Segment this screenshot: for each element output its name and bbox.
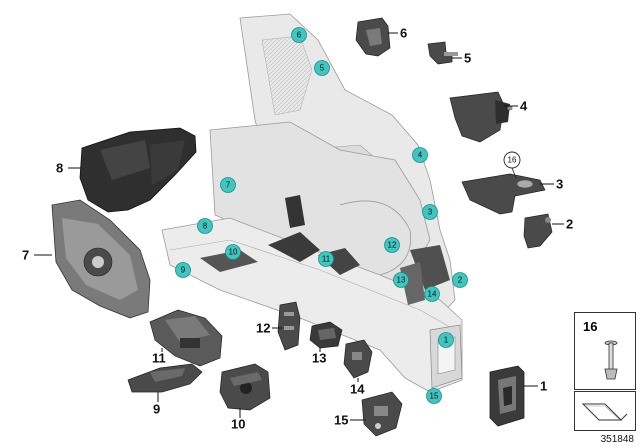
external-labels: 1 2 3 4 5 6 7 8 9 10 11 12 13 14 15	[22, 26, 573, 432]
svg-text:4: 4	[418, 151, 423, 160]
label-14: 14	[350, 382, 365, 397]
svg-text:16: 16	[508, 156, 517, 165]
part-6-bracket	[355, 17, 391, 57]
label-2: 2	[566, 217, 573, 232]
label-13: 13	[312, 351, 326, 366]
callout-8: 8	[197, 218, 213, 234]
svg-text:8: 8	[203, 222, 208, 231]
label-11: 11	[152, 351, 166, 366]
callout-1: 1	[438, 332, 454, 348]
callout-16: 16	[503, 151, 521, 169]
diagram-id: 351848	[600, 434, 634, 445]
svg-text:6: 6	[297, 31, 302, 40]
callout-15: 15	[426, 388, 442, 404]
body-shell	[161, 13, 463, 393]
callout-4: 4	[412, 147, 428, 163]
label-7: 7	[22, 248, 29, 263]
part-9-bracket	[127, 363, 203, 393]
legend-box-16: 16	[574, 312, 636, 390]
part-2-bracket	[523, 213, 553, 249]
part-7-side-panel	[51, 199, 151, 319]
svg-text:11: 11	[322, 255, 331, 264]
callout-5: 5	[314, 60, 330, 76]
arrow-icon	[581, 403, 628, 421]
nav-arrow-box[interactable]	[574, 391, 636, 431]
svg-text:7: 7	[226, 181, 231, 190]
callout-14: 14	[424, 286, 440, 302]
part-5-pin	[427, 41, 458, 65]
label-1: 1	[540, 379, 547, 394]
part-14-bracket	[343, 339, 373, 379]
callout-10: 10	[225, 244, 241, 260]
label-15: 15	[334, 413, 348, 428]
rivet-icon	[604, 340, 618, 380]
part-1-bracket	[489, 365, 525, 427]
part-12-bracket	[277, 301, 301, 351]
part-3-bracket	[461, 173, 546, 215]
label-5: 5	[464, 51, 471, 66]
callouts: 1 2 3 4 5 6 7 8 9 10 11 12 13 14 15 16	[175, 27, 521, 404]
svg-text:15: 15	[430, 392, 439, 401]
label-3: 3	[556, 177, 563, 192]
callout-13: 13	[393, 272, 409, 288]
svg-text:2: 2	[458, 276, 463, 285]
label-6: 6	[400, 26, 407, 41]
svg-text:12: 12	[388, 241, 397, 250]
callout-7: 7	[220, 177, 236, 193]
part-10-bracket	[219, 363, 271, 411]
svg-text:10: 10	[229, 248, 238, 257]
svg-text:14: 14	[428, 290, 437, 299]
callout-2: 2	[452, 272, 468, 288]
label-8: 8	[56, 161, 63, 176]
leader-lines	[34, 32, 564, 421]
svg-text:3: 3	[428, 208, 433, 217]
part-15-bracket	[361, 391, 403, 437]
part-4-panel	[449, 91, 513, 143]
label-12: 12	[256, 321, 270, 336]
callout-12: 12	[384, 237, 400, 253]
part-13-bracket	[309, 321, 343, 349]
part-8-heat-shield	[79, 127, 197, 213]
part-11-bracket	[149, 309, 223, 367]
svg-text:1: 1	[444, 336, 449, 345]
callout-9: 9	[175, 262, 191, 278]
svg-text:13: 13	[397, 276, 406, 285]
svg-text:5: 5	[320, 64, 325, 73]
label-9: 9	[153, 402, 160, 417]
callout-3: 3	[422, 204, 438, 220]
label-4: 4	[520, 99, 528, 114]
legend-number: 16	[583, 319, 598, 334]
svg-text:9: 9	[181, 266, 186, 275]
callout-6: 6	[291, 27, 307, 43]
label-10: 10	[231, 417, 245, 432]
callout-11: 11	[318, 251, 334, 267]
